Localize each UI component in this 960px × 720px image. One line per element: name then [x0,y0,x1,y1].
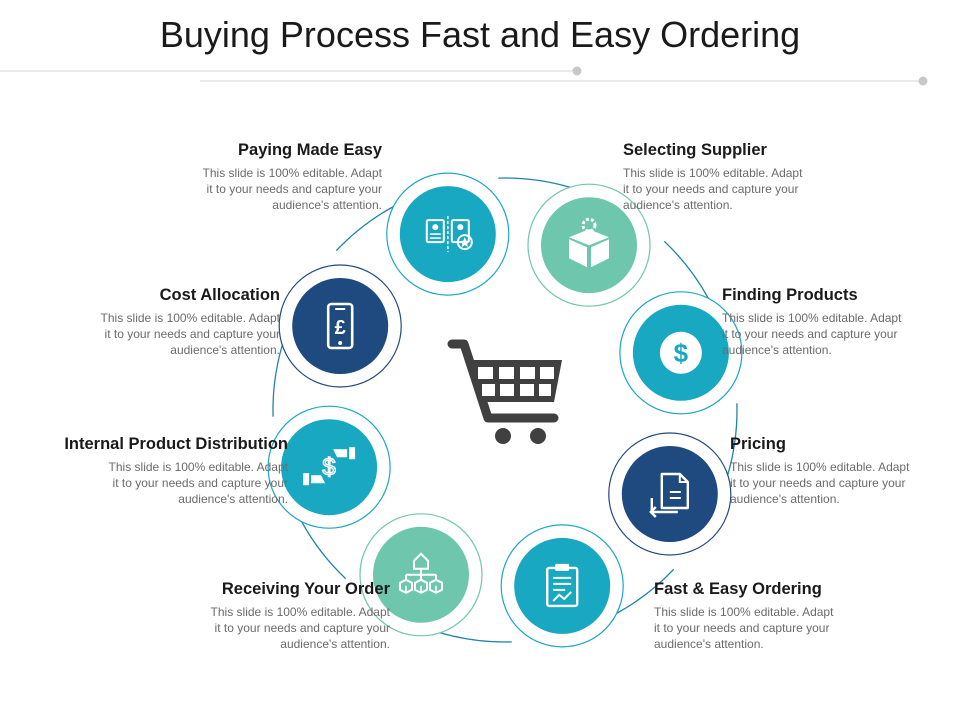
clipboard-chart-icon [546,563,579,608]
page-title: Buying Process Fast and Easy Ordering [159,14,801,55]
step-label-finding-products: Finding Products This slide is 100% edit… [722,286,960,358]
step-node [386,172,510,296]
step-node-fill [541,197,637,294]
svg-text:$: $ [674,338,689,368]
step-title: Internal Product Distribution [64,435,288,453]
step-title: Finding Products [722,286,858,304]
step-description: This slide is 100% editable. Adapt it to… [108,460,288,506]
step-description: This slide is 100% editable. Adapt it to… [730,460,910,506]
order-document-icon [649,472,689,518]
distribution-hierarchy-icon [399,552,443,594]
step-title: Receiving Your Order [221,580,390,598]
step-label-pricing: Pricing This slide is 100% editable. Ada… [730,435,960,507]
step-title: Cost Allocation [159,286,280,304]
product-box-icon [569,217,609,268]
step-description: This slide is 100% editable. Adapt it to… [654,605,834,651]
step-node [359,513,483,637]
hand-dollar-icon: $ [303,447,356,486]
step-node-fill [292,278,389,374]
step-label-fast-easy-ordering: Fast & Easy Ordering This slide is 100% … [654,580,904,652]
svg-text:$: $ [322,454,335,481]
step-node: $ [267,405,391,529]
step-node [500,524,624,648]
svg-text:£: £ [335,317,346,339]
step-title: Paying Made Easy [238,141,382,159]
step-label-selecting-supplier: Selecting Supplier This slide is 100% ed… [623,141,873,213]
mobile-pound-icon: £ [326,302,354,350]
step-description: This slide is 100% editable. Adapt it to… [210,605,390,651]
step-node-fill [621,446,718,542]
step-title: Fast & Easy Ordering [654,580,822,598]
shopping-cart-icon [447,339,562,444]
step-description: This slide is 100% editable. Adapt it to… [722,311,902,357]
step-node-fill [514,537,611,634]
header-divider [0,66,928,86]
step-node [527,183,651,307]
step-label-internal-product-distribution: Internal Product Distribution This slide… [18,435,288,507]
step-description: This slide is 100% editable. Adapt it to… [623,166,803,212]
step-description: This slide is 100% editable. Adapt it to… [100,311,280,357]
step-label-cost-allocation: Cost Allocation This slide is 100% edita… [30,286,280,358]
supplier-cards-icon [425,216,473,253]
step-nodes: $ $ £ [267,172,743,648]
step-node: £ [278,264,402,388]
step-node-fill [281,419,378,516]
step-label-paying-made-easy: Paying Made Easy This slide is 100% edit… [132,141,382,213]
step-label-receiving-your-order: Receiving Your Order This slide is 100% … [140,580,390,652]
step-title: Pricing [730,435,786,453]
step-title: Selecting Supplier [623,141,767,159]
dollar-coin-icon: $ [659,331,702,374]
step-description: This slide is 100% editable. Adapt it to… [202,166,382,212]
step-node: $ [619,291,743,415]
step-node [608,432,732,556]
